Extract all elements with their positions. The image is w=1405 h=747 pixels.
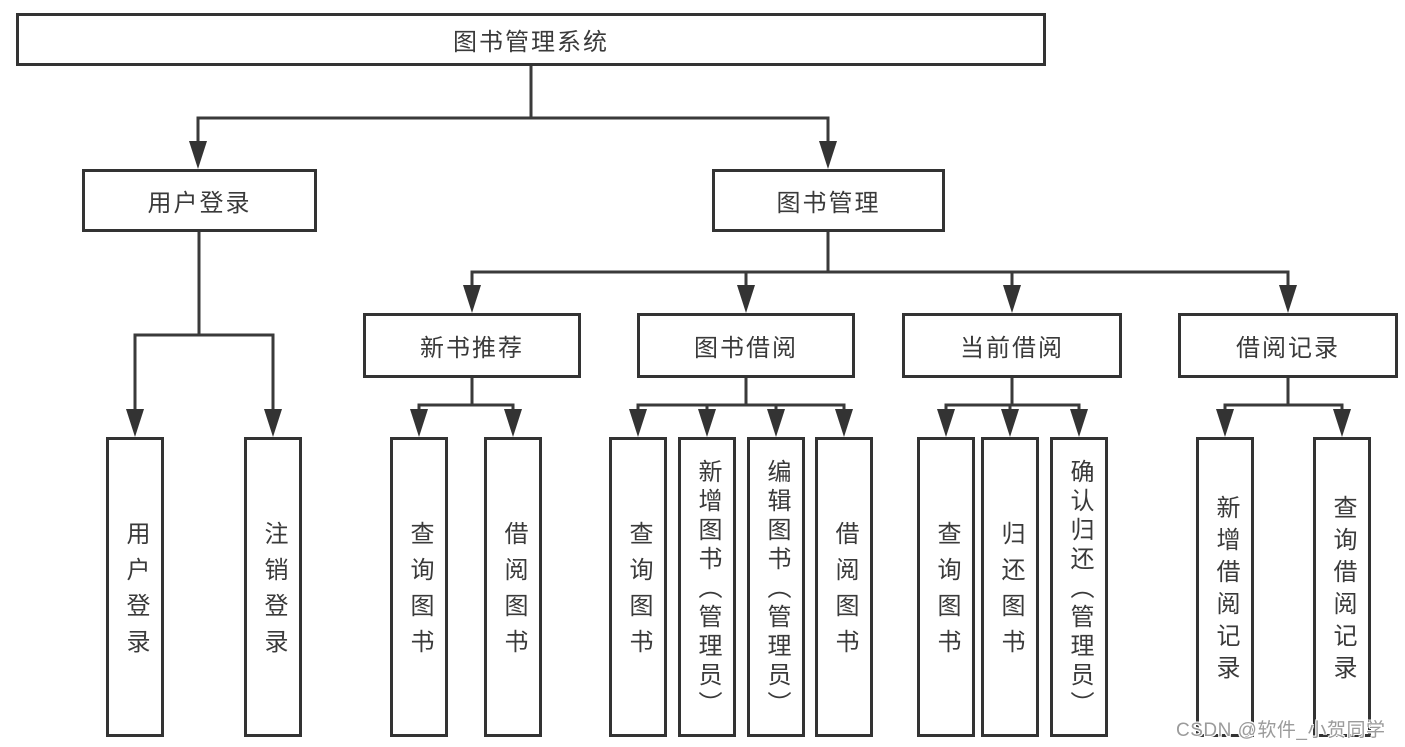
- node-label: 用户登录: [122, 521, 149, 665]
- leaf-borrow-books-borrowing: 借阅图书: [815, 437, 873, 737]
- node-label: 查询图书: [933, 521, 960, 665]
- node-label: 查询图书: [625, 521, 652, 665]
- node-library-management-system: 图书管理系统: [16, 13, 1046, 66]
- node-label: 确认归还（管理员）: [1066, 459, 1093, 720]
- leaf-add-book-admin: 新增图书（管理员）: [678, 437, 736, 737]
- leaf-borrow-books-recommend: 借阅图书: [484, 437, 542, 737]
- leaf-query-books-recommend: 查询图书: [390, 437, 448, 737]
- leaf-edit-book-admin: 编辑图书（管理员）: [747, 437, 805, 737]
- leaf-add-borrow-record: 新增借阅记录: [1196, 437, 1254, 737]
- node-user-login: 用户登录: [82, 169, 317, 232]
- node-label: 图书管理系统: [453, 29, 609, 56]
- node-current-borrowing: 当前借阅: [902, 313, 1122, 378]
- node-label: 编辑图书（管理员）: [763, 459, 790, 720]
- leaf-query-books-current: 查询图书: [917, 437, 975, 737]
- csdn-watermark: CSDN @软件_小贺同学: [1176, 720, 1386, 741]
- node-label: 注销登录: [260, 521, 287, 665]
- node-label: 借阅图书: [831, 521, 858, 665]
- node-borrowing-records: 借阅记录: [1178, 313, 1398, 378]
- node-label: 查询借阅记录: [1329, 495, 1356, 687]
- leaf-return-book: 归还图书: [981, 437, 1039, 737]
- node-label: 新增图书（管理员）: [694, 459, 721, 720]
- node-label: 当前借阅: [960, 335, 1064, 362]
- node-label: 查询图书: [406, 521, 433, 665]
- node-label: 用户登录: [147, 190, 252, 217]
- node-label: 新增借阅记录: [1212, 495, 1239, 687]
- node-label: 图书借阅: [694, 335, 798, 362]
- leaf-logout: 注销登录: [244, 437, 302, 737]
- node-book-borrowing: 图书借阅: [637, 313, 855, 378]
- node-label: 借阅图书: [500, 521, 527, 665]
- node-label: 借阅记录: [1236, 335, 1340, 362]
- leaf-confirm-return-admin: 确认归还（管理员）: [1050, 437, 1108, 737]
- node-label: 新书推荐: [420, 335, 524, 362]
- node-book-management: 图书管理: [712, 169, 945, 232]
- leaf-user-login: 用户登录: [106, 437, 164, 737]
- node-label: 归还图书: [997, 521, 1024, 665]
- leaf-query-borrow-record: 查询借阅记录: [1313, 437, 1371, 737]
- node-new-book-recommendation: 新书推荐: [363, 313, 581, 378]
- leaf-query-books-borrowing: 查询图书: [609, 437, 667, 737]
- node-label: 图书管理: [776, 190, 881, 217]
